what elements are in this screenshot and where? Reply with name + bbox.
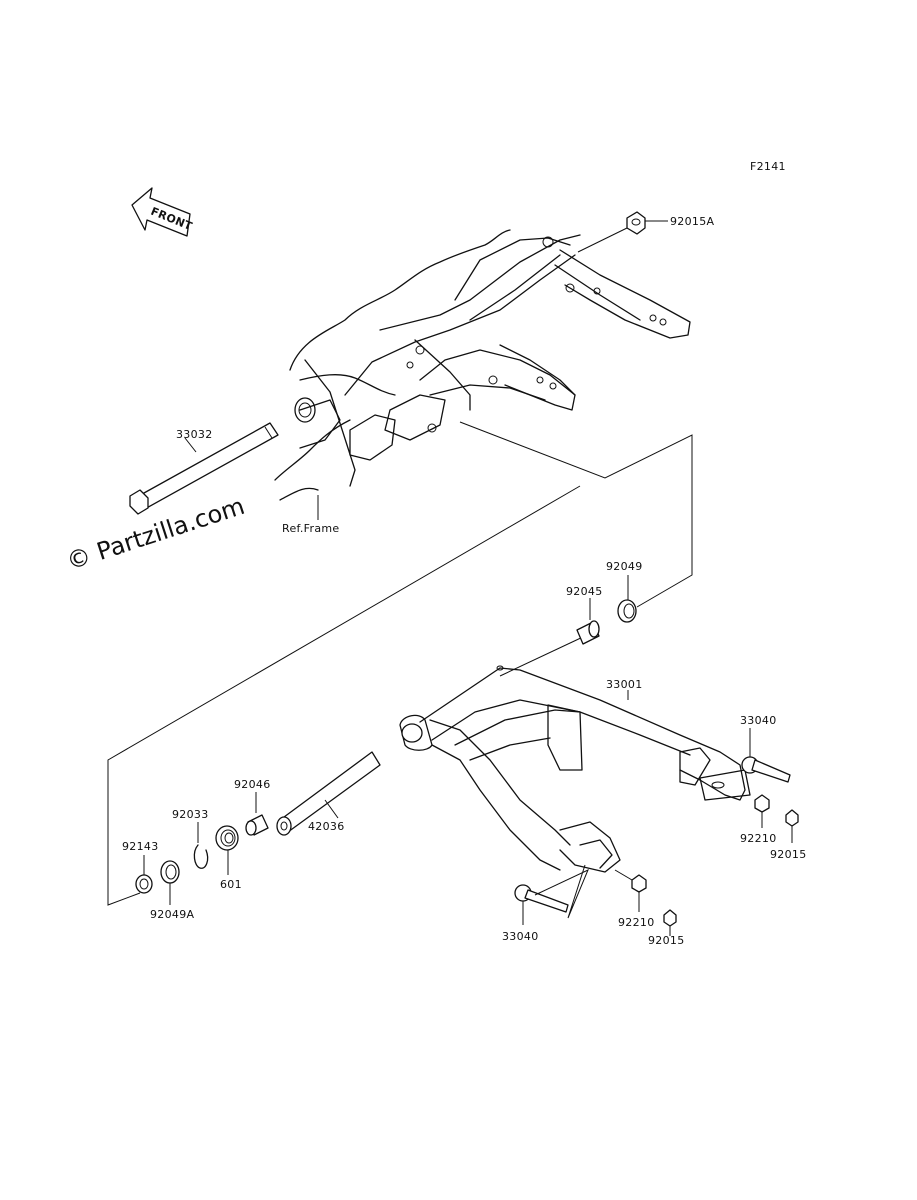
label-92210-left: 92210	[618, 916, 655, 929]
label-33040-left: 33040	[502, 930, 539, 943]
front-arrow-icon: FRONT	[131, 187, 194, 237]
swingarm-33001	[399, 665, 751, 873]
label-33040-right: 33040	[740, 714, 777, 727]
ref-frame-label: Ref.Frame	[282, 522, 339, 535]
label-92049: 92049	[606, 560, 643, 573]
label-92015-right: 92015	[770, 848, 807, 861]
label-92046: 92046	[234, 778, 271, 791]
pivot-shaft-33032	[129, 422, 279, 515]
label-92049A: 92049A	[150, 908, 194, 921]
label-92015-left: 92015	[648, 934, 685, 947]
bearing-601	[215, 825, 239, 875]
label-92045: 92045	[566, 585, 603, 598]
label-33001: 33001	[606, 678, 643, 691]
seal-92049	[617, 575, 637, 623]
bushing-92046	[245, 792, 269, 836]
assembly-lines	[107, 421, 693, 906]
label-42036: 42036	[308, 820, 345, 833]
label-92033: 92033	[172, 808, 209, 821]
partzilla-watermark: © Partzilla.com	[63, 492, 248, 576]
label-92143: 92143	[122, 840, 159, 853]
nut-92210-left	[614, 869, 647, 912]
label-601: 601	[220, 878, 242, 891]
label-92015A: 92015A	[670, 215, 714, 228]
label-33032: 33032	[176, 428, 213, 441]
nut-92015A	[577, 211, 668, 253]
nut-92210-right	[754, 794, 770, 828]
frame-illustration	[274, 229, 691, 501]
chain-adjuster-33040-left	[514, 864, 589, 925]
nut-92015-right	[785, 809, 799, 843]
cap-92143	[135, 855, 153, 894]
bushing-92045	[576, 598, 600, 645]
figure-code: F2141	[750, 160, 786, 173]
nut-92015-left	[663, 909, 677, 936]
sleeve-42036	[276, 751, 381, 836]
circlip-92033	[193, 822, 209, 869]
label-92210-right: 92210	[740, 832, 777, 845]
chain-adjuster-33040-right	[741, 728, 791, 783]
seal-92049A	[160, 860, 180, 905]
